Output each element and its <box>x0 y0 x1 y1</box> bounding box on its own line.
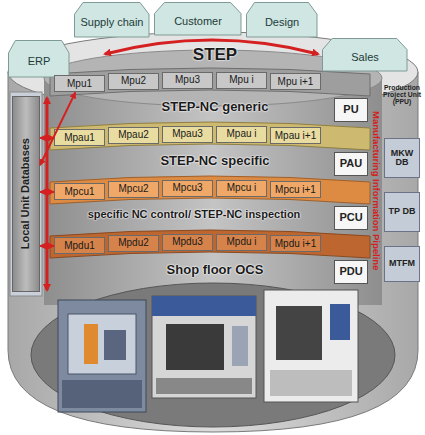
tab-outline <box>155 3 242 36</box>
ring-band <box>50 122 370 150</box>
system-tab: Customer <box>154 2 242 36</box>
box-label: Mpdu i+1 <box>275 239 316 250</box>
box-label: Design <box>265 11 299 29</box>
box-label: Mpau i+1 <box>275 131 316 142</box>
system-tab: Sales <box>322 38 408 72</box>
tab-outline <box>247 3 318 38</box>
module-box: Mpu i <box>216 72 267 89</box>
module-box: Mpau2 <box>108 127 159 144</box>
layer-label: specific NC control/ STEP-NC inspection <box>56 209 332 221</box>
ring-band <box>50 176 370 204</box>
pipeline-label: Manufacturing Information Pipeline <box>370 88 382 294</box>
module-box: Mpau3 <box>162 126 213 143</box>
box-label: Mpcu2 <box>118 184 148 195</box>
ring-band <box>50 68 370 96</box>
connector-arrow <box>40 245 54 247</box>
layer-label: STEP-NC specific <box>125 154 305 168</box>
box-label: Mpcu i+1 <box>275 185 316 196</box>
layer-label: STEP-NC generic <box>125 100 305 114</box>
machine-tool <box>264 290 358 402</box>
shop-floor <box>31 283 395 427</box>
module-box: Mpdu i+1 <box>270 235 321 252</box>
system-tab: Supply chain <box>74 2 150 38</box>
database-box: MTFM <box>384 246 420 282</box>
connector-arrow <box>40 92 75 165</box>
box-label: PDU <box>339 266 362 278</box>
box-label: Mpdu3 <box>172 237 203 248</box>
box-label: ERP <box>28 50 51 68</box>
machine-tool <box>58 300 146 412</box>
unit-box: PCU <box>334 206 368 230</box>
box-label: Mpdu1 <box>64 241 95 252</box>
module-box: Mpu3 <box>162 72 213 89</box>
system-tab: ERP <box>8 40 70 78</box>
box-label: PU <box>343 104 358 116</box>
inner-wall <box>44 78 382 305</box>
box-label: Mpau i <box>226 129 256 140</box>
module-box: Mpu1 <box>54 75 105 92</box>
box-label: Mpcu i <box>227 183 256 194</box>
box-label: Mpdu2 <box>118 238 149 249</box>
module-box: Mpau1 <box>54 129 105 146</box>
ring-band <box>50 230 370 258</box>
connector-arrow <box>40 191 54 193</box>
box-label: Mpu2 <box>121 76 146 87</box>
box-label: PAU <box>340 158 362 170</box>
module-box: Mpcu1 <box>54 183 105 200</box>
unit-box: PDU <box>334 260 368 284</box>
module-box: Mpcu i+1 <box>270 181 321 198</box>
module-box: Mpdu2 <box>108 235 159 252</box>
box-label: Supply chain <box>81 11 144 29</box>
box-label: Mpau3 <box>172 129 203 140</box>
module-box: Mpdu i <box>216 234 267 251</box>
box-label: Mpcu1 <box>64 187 94 198</box>
module-box: Mpdu3 <box>162 234 213 251</box>
box-label: PCU <box>339 212 362 224</box>
project-panel: Production Project Unit (PPU) MKW DB TP DB… <box>382 80 422 294</box>
machine-tool <box>152 296 256 398</box>
module-box: Mpdu1 <box>54 237 105 254</box>
database-box: MKW DB <box>384 138 420 178</box>
box-label: Mpdu i <box>226 237 256 248</box>
cylinder-body <box>8 72 418 432</box>
box-label: Mpcu3 <box>172 183 202 194</box>
box-label: Mpau1 <box>64 133 95 144</box>
connector-arrow <box>40 137 54 139</box>
tab-outline <box>75 3 150 38</box>
module-box: Mpcu3 <box>162 180 213 197</box>
box-label: Local Unit Databases <box>20 138 32 249</box>
module-box: Mpau i <box>216 126 267 143</box>
layer-label: Shop floor OCS <box>125 263 305 277</box>
database-stack <box>10 92 42 296</box>
box-label: Mpu i+1 <box>278 77 314 88</box>
box-label: Customer <box>174 10 222 28</box>
module-box: Mpcu i <box>216 180 267 197</box>
box-label: Sales <box>351 46 379 64</box>
box-label: Mpu1 <box>67 79 92 90</box>
box-label: MTFM <box>389 259 415 268</box>
database-column: Local Unit Databases <box>12 96 40 292</box>
box-label: Production Project Unit (PPU) <box>382 84 422 105</box>
tab-outline <box>9 41 70 78</box>
box-label: TP DB <box>389 207 416 216</box>
system-tab: Design <box>246 2 318 38</box>
unit-box: PU <box>334 98 368 122</box>
database-box: TP DB <box>384 192 420 232</box>
flow-arrow <box>46 98 49 290</box>
box-label: MKW DB <box>385 149 419 168</box>
tab-outline <box>323 39 408 72</box>
box-label: Mpu i <box>229 75 253 86</box>
module-box: Mpau i+1 <box>270 127 321 144</box>
layer-label: STEP <box>170 46 260 64</box>
unit-box: PAU <box>334 152 368 176</box>
module-box: Mpcu2 <box>108 181 159 198</box>
box-label: Mpau2 <box>118 130 149 141</box>
box-label: Mpu3 <box>175 75 200 86</box>
module-box: Mpu i+1 <box>270 73 321 90</box>
module-box: Mpu2 <box>108 73 159 90</box>
